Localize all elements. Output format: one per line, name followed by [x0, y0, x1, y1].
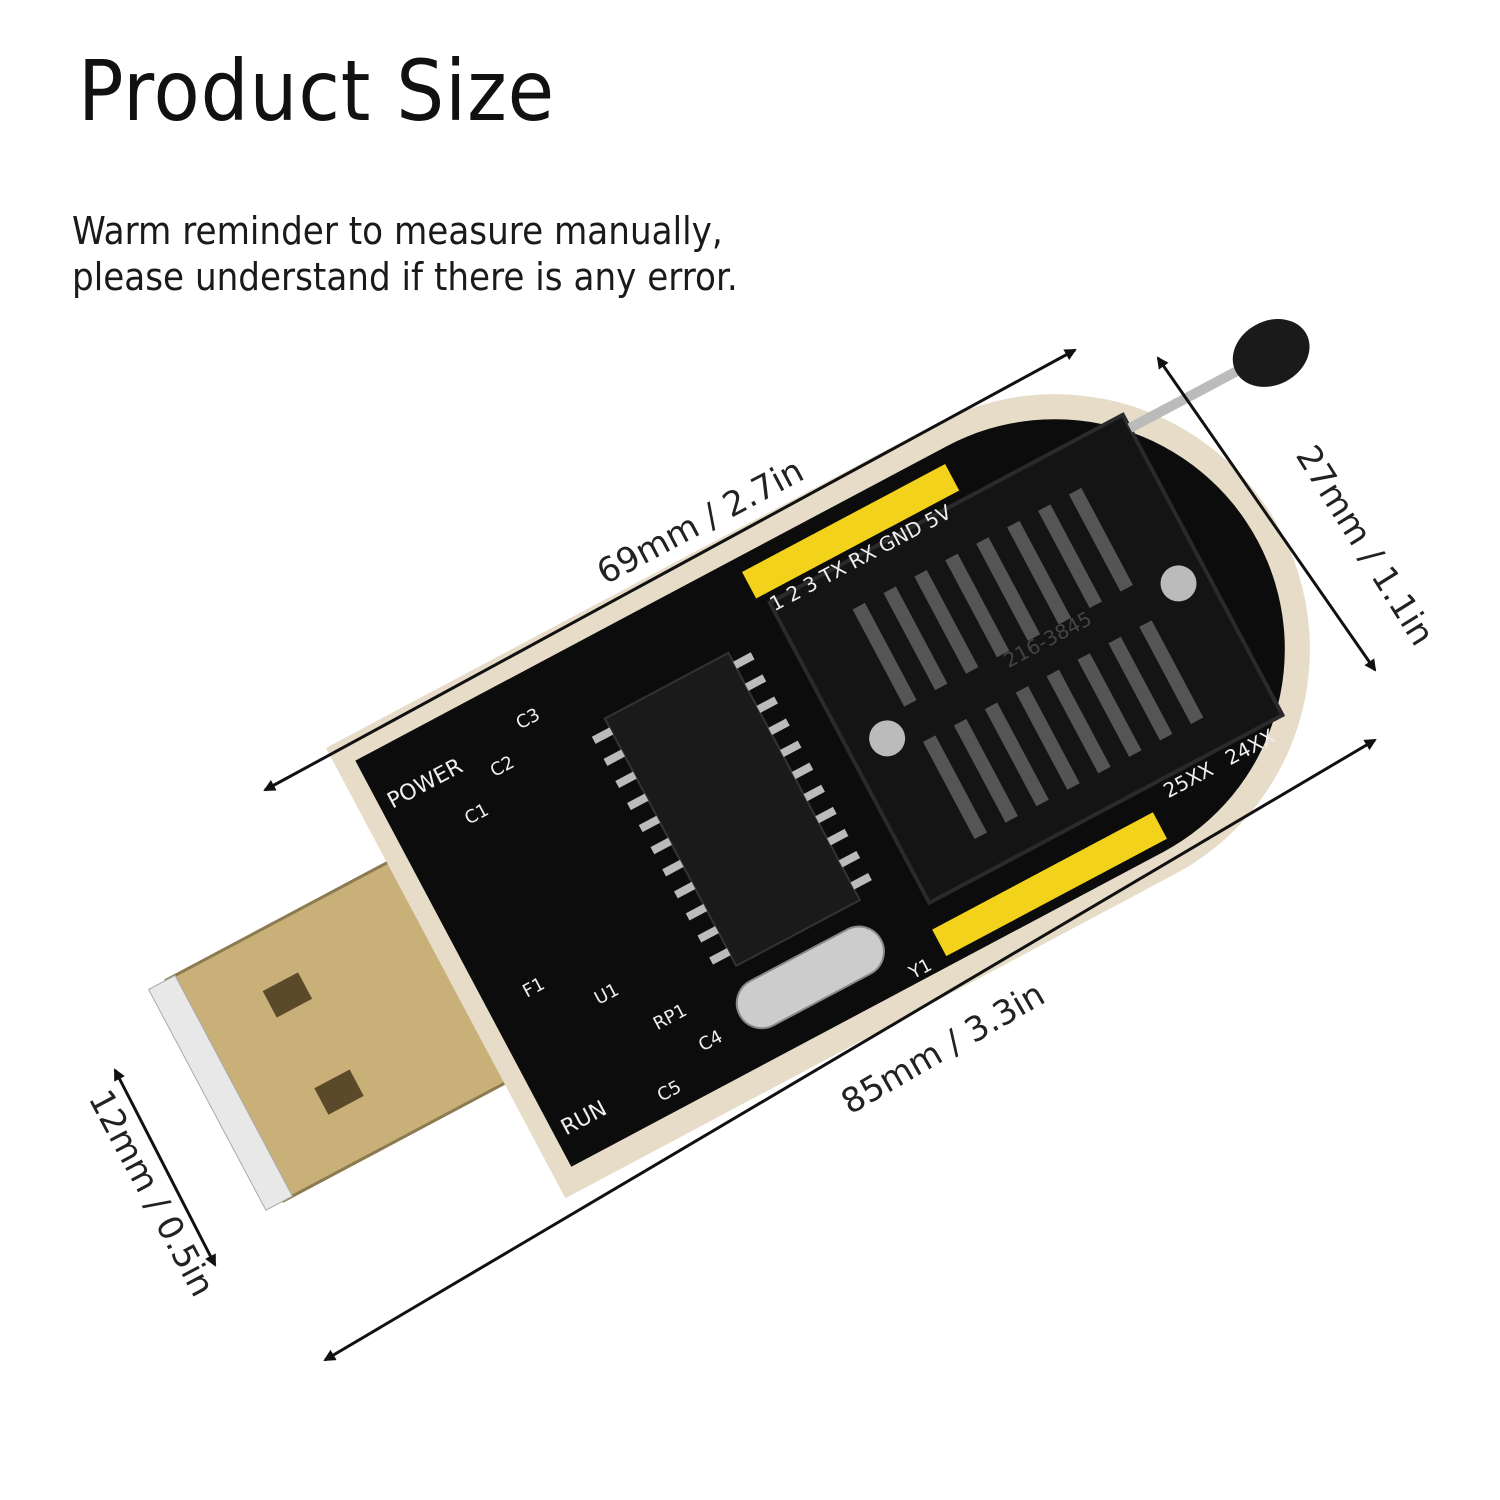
total-length-arrow — [323, 738, 1377, 1362]
reminder-line: please understand if there is any error. — [72, 255, 738, 299]
pcb-length-arrow — [263, 348, 1077, 792]
reminder-line: Warm reminder to measure manually, — [72, 209, 723, 253]
usb-width-arrow — [113, 1068, 217, 1267]
width-label: 27mm / 1.1in — [1287, 439, 1442, 653]
page-title: Product Size — [78, 42, 556, 140]
width-arrow — [1156, 356, 1377, 672]
usb-width-label: 12mm / 0.5in — [80, 1083, 222, 1303]
reminder-text: Warm reminder to measure manually, pleas… — [72, 208, 738, 300]
programmer-board: POWER RUN 1 2 3 TX RX GND 5V 216-3845 25… — [147, 319, 1310, 1211]
